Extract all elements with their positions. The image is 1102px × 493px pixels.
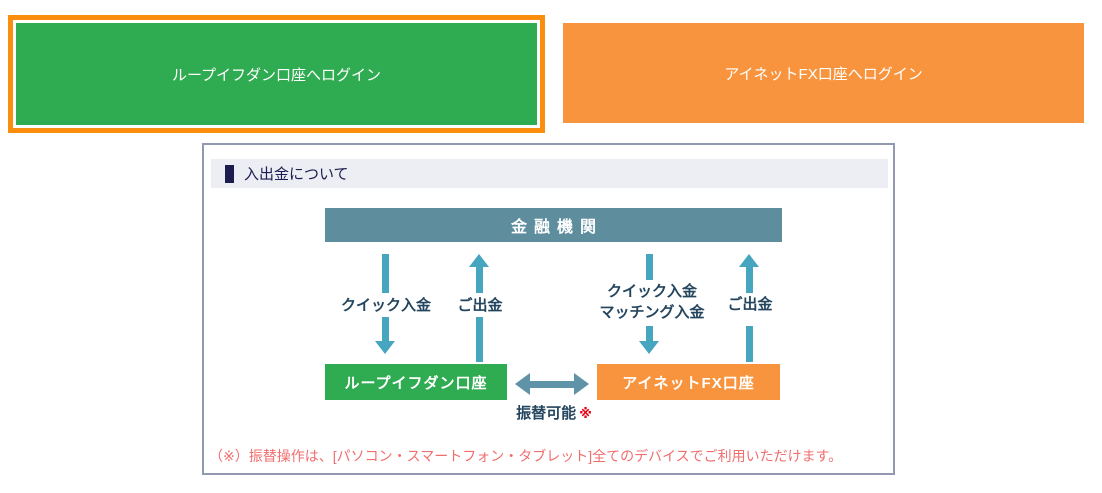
inet-account-box: アイネットFX口座 [597,364,780,400]
deposit-arrow-down-icon [646,254,653,280]
heading-marker-icon [225,164,234,183]
loop-account-login-button-face: ループイフダン口座へログイン [16,23,537,125]
transfer-possible-text: 振替可能 [516,405,577,422]
withdraw-arrow-up-icon [739,254,759,267]
inet-login-label: アイネットFX口座へログイン [724,65,923,83]
inet-fx-login-button[interactable]: アイネットFX口座へログイン [563,23,1084,123]
right-deposit-label-line2: マッチング入金 [599,304,705,321]
transfer-double-arrow-icon [515,373,589,395]
withdraw-arrow-up-icon [469,254,489,267]
loop-account-box: ループイフダン口座 [325,364,507,400]
deposit-arrow-down-icon [382,317,389,341]
loop-login-label: ループイフダン口座へログイン [171,66,382,84]
deposit-arrow-down-icon [375,341,395,354]
section-title: 入出金について [244,166,349,183]
withdraw-arrow-up-icon [476,267,483,293]
device-footnote: （※）振替操作は、[パソコン・スマートフォン・タブレット]全てのデバイスでご利用… [209,448,843,464]
withdraw-arrow-up-icon [476,317,483,362]
deposit-arrow-down-icon [639,341,659,354]
deposit-arrow-down-icon [382,254,389,293]
note-reference-mark: ※ [579,406,592,421]
loop-account-login-button[interactable]: ループイフダン口座へログイン [8,15,545,133]
section-header: 入出金について [211,159,888,188]
withdraw-arrow-up-icon [746,267,753,293]
deposit-arrow-down-icon [646,326,653,341]
withdraw-arrow-up-icon [746,326,753,362]
transfer-arrow-line [528,381,576,388]
deposit-withdrawal-panel: 入出金について 金融機関 クイック入金 ご出金 クイック入金 マッチング入金 ご… [202,143,895,475]
inet-account-label: アイネットFX口座 [622,374,755,392]
loop-account-label: ループイフダン口座 [344,374,488,392]
transfer-arrow-right-head-icon [574,373,589,395]
left-withdraw-label: ご出金 [457,297,503,314]
transfer-possible-label: 振替可能※ [474,402,634,423]
right-withdraw-label: ご出金 [727,296,773,313]
right-deposit-label: クイック入金 マッチング入金 [585,281,719,323]
left-deposit-label: クイック入金 [340,297,431,314]
bank-institution-box: 金融機関 [325,208,782,242]
right-deposit-label-line1: クイック入金 [606,283,697,300]
bank-label: 金融機関 [510,219,603,236]
transfer-arrow-left-head-icon [515,373,530,395]
